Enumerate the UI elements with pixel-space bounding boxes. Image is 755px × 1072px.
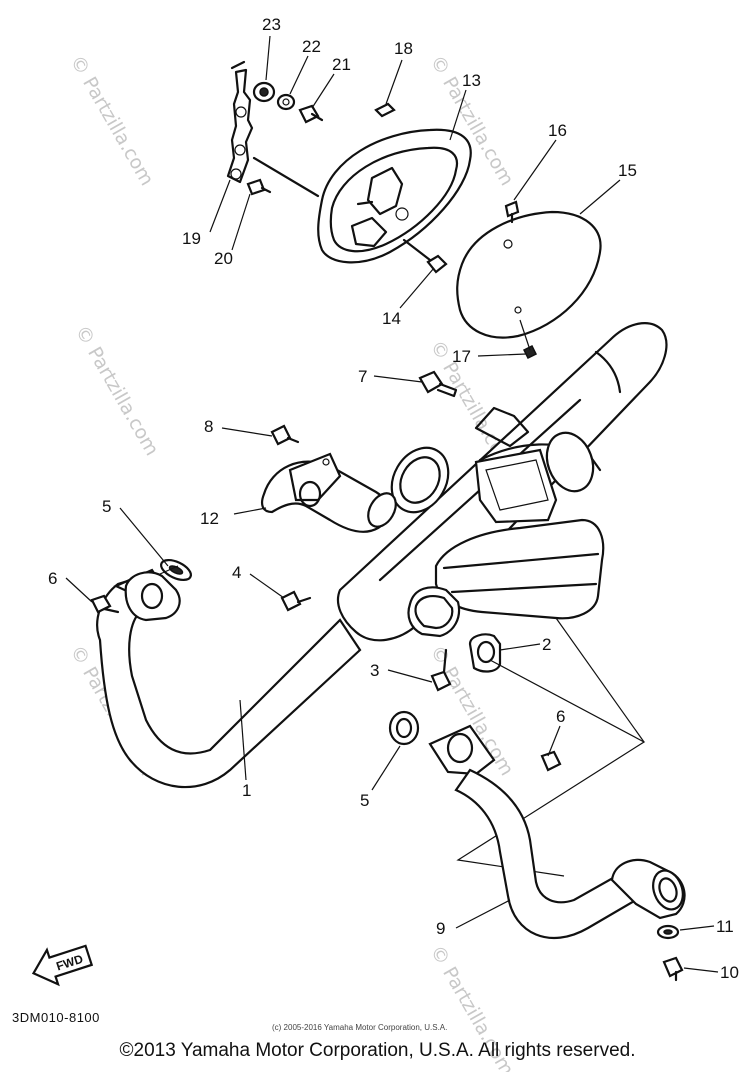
part-6-nut-upper <box>90 594 112 614</box>
callout-10: 10 <box>720 963 739 982</box>
part-3-bolt <box>430 648 452 692</box>
callout-17: 17 <box>452 347 471 366</box>
diagram-code: 3DM010-8100 <box>12 1010 100 1025</box>
part-23-grommet <box>252 81 276 103</box>
part-2-bushing <box>468 633 502 673</box>
callout-15: 15 <box>618 161 637 180</box>
part-7-bolt <box>418 370 458 398</box>
pipe-clamp <box>407 586 461 638</box>
part-18-clip <box>374 102 396 118</box>
small-copyright: (c) 2005-2016 Yamaha Motor Corporation, … <box>272 1023 447 1032</box>
callout-7: 7 <box>358 367 367 386</box>
callout-18: 18 <box>394 39 413 58</box>
callout-16: 16 <box>548 121 567 140</box>
callout-8: 8 <box>204 417 213 436</box>
part-15-plate <box>456 210 602 339</box>
callout-1: 1 <box>242 781 251 800</box>
part-8-bolt <box>270 424 300 446</box>
fwd-arrow-icon: FWD <box>31 944 94 987</box>
part-14-bolt <box>402 238 448 274</box>
part-6-nut-lower <box>540 750 562 772</box>
part-4-bolt <box>280 590 312 612</box>
watermark-3: © Partzilla.com <box>71 322 163 460</box>
chamber-box <box>434 431 605 620</box>
callout-9: 9 <box>436 919 445 938</box>
part-9-exhaust-pipe <box>428 724 686 940</box>
callout-labels: 23 22 21 18 13 16 15 19 20 14 17 7 8 12 … <box>48 15 739 982</box>
part-10-bolt <box>662 956 684 982</box>
part-22-washer <box>276 93 296 111</box>
callout-13: 13 <box>462 71 481 90</box>
callout-3: 3 <box>370 661 379 680</box>
part-19-bracket <box>226 60 254 184</box>
callout-11: 11 <box>716 917 734 936</box>
callout-2: 2 <box>542 635 551 654</box>
callout-14: 14 <box>382 309 401 328</box>
callout-6-lower: 6 <box>556 707 565 726</box>
callout-19: 19 <box>182 229 201 248</box>
callout-4: 4 <box>232 563 241 582</box>
callout-22: 22 <box>302 37 321 56</box>
part-11-nut <box>656 924 680 940</box>
callout-20: 20 <box>214 249 233 268</box>
part-1-exhaust-pipe <box>96 568 362 789</box>
part-21-bolt <box>298 104 324 124</box>
callout-12: 12 <box>200 509 219 528</box>
part-16-screw <box>504 200 520 224</box>
part-12-pipe <box>261 452 397 533</box>
copyright-text: ©2013 Yamaha Motor Corporation, U.S.A. A… <box>119 1040 636 1061</box>
part-13-cover <box>252 128 472 264</box>
watermark-1: © Partzilla.com <box>66 52 158 190</box>
callout-23: 23 <box>262 15 281 34</box>
part-5-gasket-lower <box>388 710 420 746</box>
callout-21: 21 <box>332 55 351 74</box>
callout-leaders <box>65 35 719 973</box>
callout-6-upper: 6 <box>48 569 57 588</box>
part-20-bolt <box>246 178 272 196</box>
callout-5-upper: 5 <box>102 497 111 516</box>
part-17-screw <box>519 319 538 360</box>
callout-5-lower: 5 <box>360 791 369 810</box>
